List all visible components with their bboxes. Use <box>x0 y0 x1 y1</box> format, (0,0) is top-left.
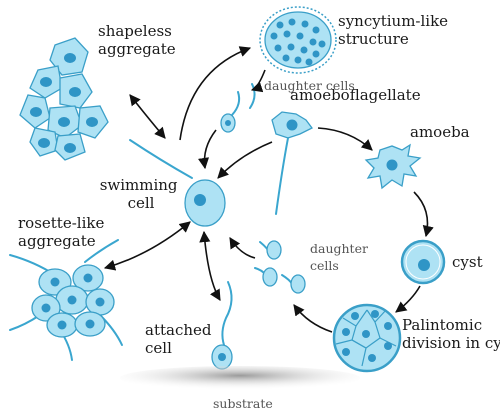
cyst-icon <box>400 239 446 285</box>
label-amoeba: amoeba <box>410 123 470 141</box>
label-attached: attached cell <box>145 321 216 357</box>
label-swimming: swimming cell <box>100 176 183 212</box>
rosette-aggregate-icon <box>9 239 123 361</box>
palintomic-division-icon <box>332 303 402 373</box>
substrate-surface <box>120 366 360 390</box>
daughter-cells-top-icon <box>220 83 256 133</box>
daughter-cells-mid-icon <box>254 240 306 294</box>
shapeless-aggregate-icon <box>19 37 109 161</box>
swimming-cell-icon <box>129 139 226 227</box>
syncytium-structure-icon <box>259 6 337 74</box>
label-cyst: cyst <box>452 253 483 271</box>
label-daughter-top: daughter cells <box>264 78 355 93</box>
attached-cell-icon <box>211 281 233 370</box>
label-shapeless: shapeless aggregate <box>98 22 177 58</box>
amoeba-icon <box>364 143 422 190</box>
label-daughter-mid: daughter cells <box>310 241 372 273</box>
label-amoeboflagellate: amoeboflagellate <box>290 86 421 104</box>
label-palintomic: Palintomic division in cyst <box>402 316 500 352</box>
label-rosette: rosette-like aggregate <box>18 214 109 250</box>
label-syncytium: syncytium-like structure <box>338 12 453 48</box>
label-substrate: substrate <box>213 396 273 411</box>
arrows <box>103 46 434 333</box>
amoeboflagellate-icon <box>271 111 313 215</box>
